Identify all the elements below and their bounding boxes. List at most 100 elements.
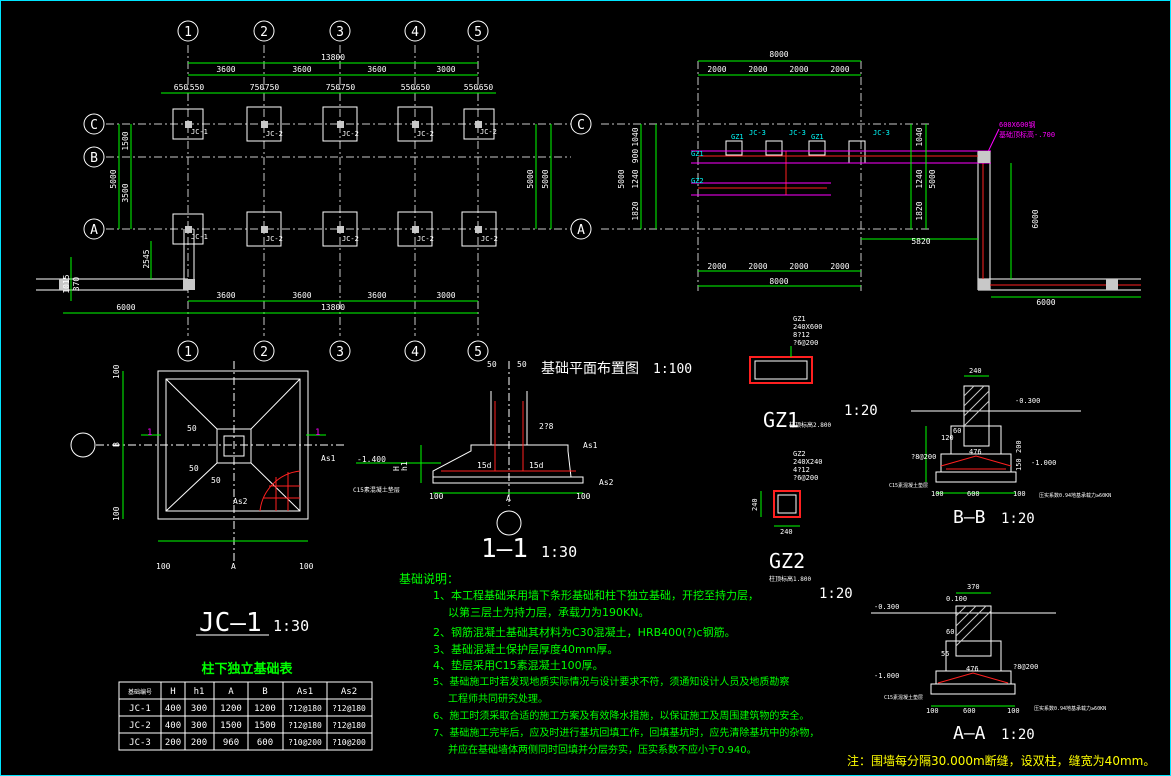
bb-200: 200 — [1015, 440, 1023, 453]
notes-line-10: 并应在基础墙体两侧同时回填并分层夯实，压实系数不应小于0.940。 — [448, 743, 757, 756]
dim-bot-left: 6000 — [116, 303, 135, 312]
axis-label-1-top: 1 — [184, 25, 192, 40]
s11-h1: h1 — [400, 461, 409, 471]
jc-label-9: JC-1 — [191, 233, 208, 241]
dim-pad-4: 750 — [265, 83, 280, 92]
aa-100a: 100 — [926, 707, 939, 715]
rp-side-total: 5000 — [617, 169, 626, 188]
rp-right-2: 1240 — [915, 169, 924, 188]
axis-label-2-top: 2 — [260, 25, 268, 40]
s11-c15: C15素混凝土垫层 — [353, 486, 400, 494]
axis-label-C: C — [90, 118, 98, 133]
bb-240: 240 — [969, 367, 982, 375]
jc1-dim-side-1: 100 — [112, 364, 121, 379]
notes-line-1: 1、本工程基础采用墙下条形基础和柱下独立基础，开挖至持力层， — [433, 588, 759, 602]
aa-bar: ?8@200 — [1013, 663, 1038, 671]
bb-scale: 1:20 — [1001, 511, 1035, 527]
aa-soil: 压实系数0.94地基承载力≥60KN — [1034, 705, 1106, 712]
rp-right-total: 5000 — [928, 169, 937, 188]
jc-label-2: JC-2 — [266, 130, 283, 138]
s11-100b: 100 — [576, 492, 591, 501]
sec11-dims — [356, 445, 583, 494]
plan-dims — [63, 62, 552, 314]
s11-50a: 50 — [487, 360, 497, 369]
axis-label-2-bot: 2 — [260, 345, 268, 360]
jc-label-1: JC-1 — [191, 128, 208, 136]
dim-top-2: 3600 — [292, 65, 311, 74]
s11-elev: -1.400 — [357, 455, 386, 464]
secBB-hatch — [963, 385, 990, 427]
rp-gz-6: GZ2 — [691, 177, 704, 185]
bb-100a: 100 — [931, 490, 944, 498]
dim-bot-2: 3600 — [292, 291, 311, 300]
aa-elev1: 0.100 — [946, 595, 967, 603]
aa-c15: C15素混凝土垫层 — [884, 694, 923, 701]
jc1-scale: 1:30 — [273, 617, 309, 635]
td-r2-c4: 1500 — [220, 721, 242, 731]
gz2-title: GZ2 — [769, 549, 805, 573]
jc1-label-as1: As1 — [321, 454, 336, 463]
s11-50b: 50 — [517, 360, 527, 369]
notes-line-4: 3、基础混凝土保护层厚度40mm厚。 — [433, 642, 618, 656]
bb-476: 476 — [969, 448, 982, 456]
rp-right-3: 1820 — [915, 201, 924, 220]
td-r2-c1: JC-2 — [129, 721, 151, 731]
rp-top-3: 2000 — [789, 65, 808, 74]
jc-label-3: JC-2 — [342, 130, 359, 138]
s11-bar: 2?8 — [539, 422, 554, 431]
jc1-title: JC—1 — [199, 608, 262, 638]
dim-left-1: 1500 — [121, 131, 130, 150]
axis-label-1-bot: 1 — [184, 345, 192, 360]
aa-title: A—A — [953, 723, 986, 744]
rp-top-4: 2000 — [830, 65, 849, 74]
dim-bot-4: 3000 — [436, 291, 455, 300]
aa-60: 60 — [946, 628, 954, 636]
rp-gz-4: GZ1 — [811, 133, 824, 141]
notes-line-6: 5、基础施工时若发现地质实际情况与设计要求不符，须通知设计人员及地质勘察 — [433, 675, 789, 688]
right-plan-grid — [601, 61, 931, 291]
plan-columns — [59, 121, 482, 290]
bb-100b: 100 — [1013, 490, 1026, 498]
gz1-section — [749, 346, 813, 384]
rp-top-1: 2000 — [707, 65, 726, 74]
aa-476: 476 — [966, 665, 979, 673]
aa-100b: 100 — [1007, 707, 1020, 715]
notes-line-5: 4、垫层采用C15素混凝土100厚。 — [433, 658, 604, 672]
dim-right-total-2: 5000 — [541, 169, 550, 188]
table-grid — [118, 681, 373, 751]
secBB-rebar — [940, 455, 1012, 470]
secBB-drawing — [911, 385, 1081, 483]
dim-bot-total: 13800 — [321, 303, 345, 312]
s11-15db: 15d — [529, 461, 544, 470]
rp-right-1: 1040 — [915, 127, 924, 146]
dim-total-top: 13800 — [321, 53, 345, 62]
td-r1-c6: ?12@180 — [288, 704, 322, 713]
sec11-scale: 1:30 — [541, 543, 577, 561]
rp-bot-1: 2000 — [707, 262, 726, 271]
axis-label-5-bot: 5 — [474, 345, 482, 360]
jc1-detail — [70, 361, 346, 561]
rp-side-3: 1240 — [631, 169, 640, 188]
dim-bot-1: 3600 — [216, 291, 235, 300]
rp-bot-2: 2000 — [748, 262, 767, 271]
bb-bar: ?8@200 — [911, 453, 936, 461]
axis-label-A: A — [90, 223, 98, 238]
th-b: B — [262, 687, 267, 697]
aa-55: 55 — [941, 650, 949, 658]
bb-60: 60 — [953, 427, 961, 435]
bb-150: 150 — [1015, 458, 1023, 471]
notes-line-9: 7、基础施工完毕后，应及时进行基坑回填工作，回填基坑时，应先清除基坑中的杂物， — [433, 726, 819, 739]
dim-pad-9: 550 — [464, 83, 479, 92]
s11-h: H — [392, 466, 401, 471]
th-h1: h1 — [194, 687, 205, 697]
jc-label-6: JC-2 — [266, 235, 283, 243]
aa-370: 370 — [967, 583, 980, 591]
th-as1: As1 — [297, 687, 313, 697]
plan-scale: 1:100 — [653, 362, 692, 377]
axis-label-A-right: A — [577, 223, 585, 238]
td-r3-c1: JC-3 — [129, 738, 151, 748]
axis-label-4-top: 4 — [411, 25, 419, 40]
gz2-section — [760, 490, 801, 527]
bb-elev2: -1.000 — [1031, 459, 1056, 467]
